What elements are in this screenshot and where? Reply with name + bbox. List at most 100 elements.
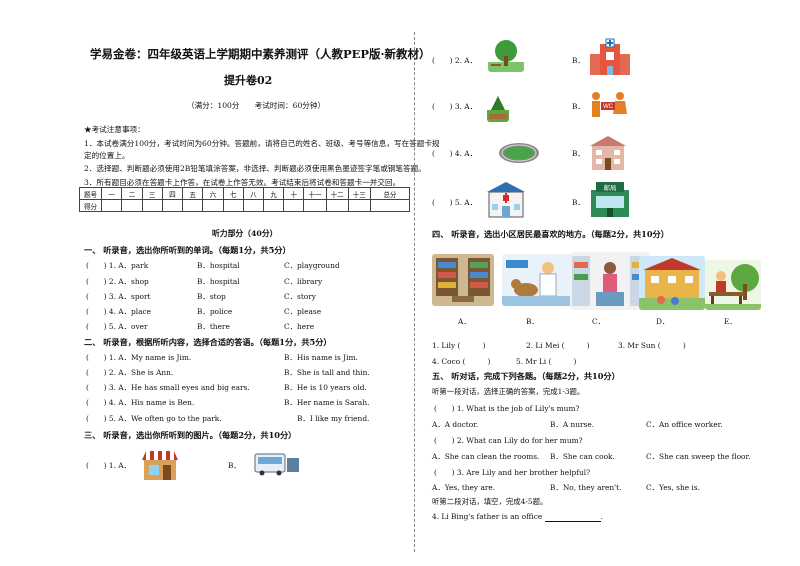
section2-title: 二、 听录音，根据所听内容，选择合适的答语。（每题1分，共5分） — [84, 337, 332, 347]
picture-label: E． — [724, 317, 737, 326]
picture-label: D． — [656, 317, 670, 326]
school-picture — [639, 256, 705, 310]
option-b: B． — [572, 102, 585, 111]
option-b: B．She can cook. — [550, 452, 615, 461]
table-cell: 十 — [283, 187, 305, 200]
note-item: 1．本试卷满分100分，考试时间为60分钟。答题前，请将自己的姓名、班级、考号等… — [84, 139, 440, 148]
option-c: C．She can sweep the floor. — [646, 452, 751, 461]
exam-meta: （满分：100分 考试时间：60分钟） — [187, 101, 326, 110]
score-cell — [121, 199, 143, 212]
option-c: C．story — [284, 292, 316, 301]
option-b: B．stop — [197, 292, 226, 301]
park-picture — [488, 38, 524, 72]
score-cell — [242, 199, 265, 212]
note-item: 2．选择题、判断题必须使用2B铅笔填涂答案，非选择、判断题必须使用黑色墨迹签字笔… — [84, 164, 426, 173]
apartment-picture — [588, 134, 628, 170]
answer-blank[interactable] — [544, 512, 601, 522]
table-cell: 七 — [222, 187, 244, 200]
score-cell — [347, 199, 371, 212]
option-a: A．Yes, they are. — [432, 483, 496, 492]
fill-in-question: 4. Li Bing's father is an office . — [432, 512, 603, 522]
option-a: A．A doctor. — [432, 420, 479, 429]
answer-line: 2. Li Mei ( ) — [526, 341, 590, 350]
supermarket-picture — [570, 252, 650, 310]
note-item: 定的位置上。 — [84, 151, 130, 160]
option-b: B．police — [197, 307, 233, 316]
instruction: 听第二段对话，填空，完成4-5题。 — [432, 497, 548, 506]
post-office-picture: 邮局 — [588, 180, 632, 218]
option-c: C．please — [284, 307, 322, 316]
option-b: B． — [572, 198, 585, 207]
option-c: C．Yes, she is. — [646, 483, 700, 492]
table-cell: 三 — [141, 187, 163, 200]
picture-label: B． — [526, 317, 539, 326]
bus-stop-picture — [254, 452, 300, 476]
score-table-header-row: 题号 一 二 三 四 五 六 七 八 九 十 十一 十二 十三 总分 — [78, 187, 411, 200]
question-a: ( ) 3. A． — [432, 102, 478, 111]
score-cell — [222, 199, 244, 212]
option-b: B．She is tall and thin. — [284, 368, 370, 377]
page-subtitle: 提升卷02 — [224, 74, 273, 87]
question-a: ( ) 5. A．over — [86, 322, 148, 331]
toilet-picture: WC — [588, 90, 628, 122]
table-cell: 题号 — [78, 187, 103, 200]
answer-line: 1. Lily ( ) — [432, 341, 486, 350]
score-cell — [325, 199, 349, 212]
question: ( ) 1. What is the job of Lily's mum? — [434, 404, 580, 413]
picture-label: A． — [458, 317, 471, 326]
notes-heading: ★考试注意事项： — [84, 125, 145, 134]
question-a: ( ) 4. A．His name is Ben. — [86, 398, 195, 407]
post-office-sign: 邮局 — [604, 183, 617, 192]
question-a: ( ) 5. A． — [432, 198, 478, 207]
pet-hospital-picture — [502, 254, 572, 306]
left-column: 学易金卷：四年级英语上学期期中素养测评（人教PEP版·新教材） 提升卷02 （满… — [78, 47, 440, 482]
question-a: ( ) 4. A．place — [86, 307, 152, 316]
playground-picture — [487, 92, 509, 122]
question-a: ( ) 5. A．We often go to the park. — [86, 414, 222, 423]
score-cell — [369, 199, 411, 212]
option-b: B．No, they aren't. — [550, 483, 622, 492]
option-b: B． — [572, 149, 585, 158]
score-cell — [141, 199, 163, 212]
table-cell: 五 — [182, 187, 204, 200]
option-b: B．Her name is Sarah. — [284, 398, 370, 407]
score-cell — [101, 199, 123, 212]
table-cell: 一 — [101, 187, 123, 200]
clinic-picture — [486, 180, 526, 218]
question-a: ( ) 3. A．He has small eyes and big ears. — [86, 383, 250, 392]
question-a: ( ) 1. A．My name is Jim. — [86, 353, 192, 362]
answer-line: 3. Mr Sun ( ) — [618, 341, 686, 350]
option-c: C．here — [284, 322, 315, 331]
table-cell: 四 — [161, 187, 184, 200]
question: ( ) 3. Are Lily and her brother helpful? — [434, 468, 591, 477]
score-cell — [182, 199, 204, 212]
question: ( ) 2. What can Lily do for her mum? — [434, 436, 583, 445]
option-c: C．playground — [284, 261, 340, 270]
table-cell: 十三 — [347, 187, 371, 200]
option-c: C．An office worker. — [646, 420, 723, 429]
option-b: B．A nurse. — [550, 420, 595, 429]
question-a: ( ) 2. A．shop — [86, 277, 149, 286]
option-c: C．library — [284, 277, 323, 286]
option-a: A．She can clean the rooms. — [432, 452, 540, 461]
table-cell: 八 — [242, 187, 265, 200]
listening-heading: 听力部分（40分） — [212, 229, 278, 238]
score-table-row: 得分 — [78, 199, 411, 212]
question-a: ( ) 1. A． — [86, 461, 132, 470]
note-item: 3．所有题目必须在答题卡上作答，在试卷上作答无效。考试结束后将试卷和答题卡一并交… — [84, 178, 401, 187]
option-b: B．hospital — [197, 277, 240, 286]
hospital-picture — [588, 38, 632, 76]
answer-line: 4. Coco ( ) — [432, 357, 491, 366]
page-title: 学易金卷：四年级英语上学期期中素养测评（人教PEP版·新教材） — [90, 47, 431, 61]
question-a: ( ) 3. A．sport — [86, 292, 151, 301]
question-a: ( ) 2. A．She is Ann. — [86, 368, 174, 377]
shop-picture — [140, 446, 180, 482]
section1-title: 一、 听录音，选出你所听到的单词。（每题1分，共5分） — [84, 245, 291, 255]
stadium-picture — [498, 142, 540, 164]
column-divider — [414, 32, 415, 552]
section3-title: 三、 听录音，选出你所听到的图片。（每题2分，共10分） — [84, 430, 297, 440]
score-cell — [161, 199, 184, 212]
option-b: B．hospital — [197, 261, 240, 270]
table-cell: 得分 — [78, 199, 103, 212]
park-bench-picture — [705, 260, 761, 310]
